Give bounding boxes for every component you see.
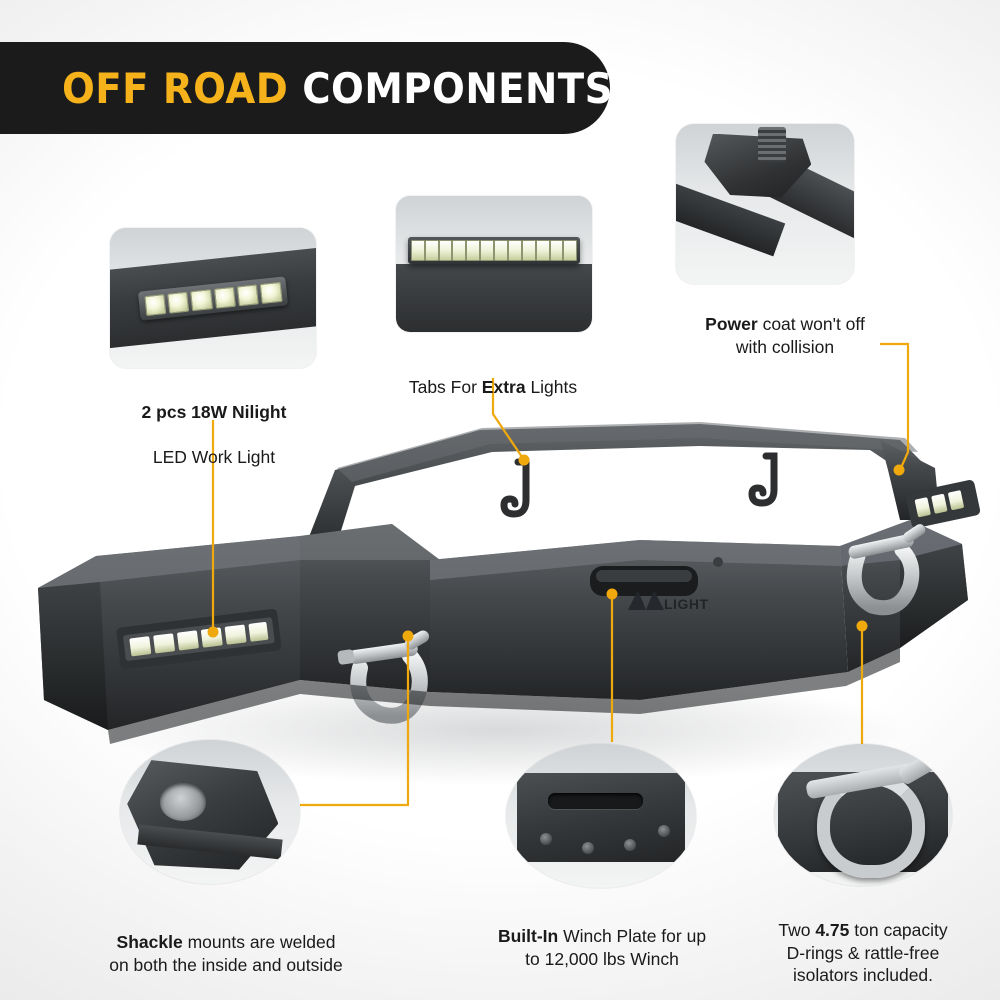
callout-shackle-mounts: Shackle mounts are welded on both the in… bbox=[66, 908, 386, 976]
led-chip bbox=[190, 288, 213, 312]
callout-extra-lights-pre: Tabs For bbox=[408, 376, 482, 397]
callout-led-work-light-bold: 2 pcs 18W Nilight bbox=[141, 401, 287, 422]
led-chip bbox=[438, 240, 453, 261]
bubble-d-ring bbox=[774, 744, 952, 886]
bubble-shackle-mount bbox=[120, 740, 300, 884]
bubble-led-work-light bbox=[110, 228, 316, 368]
led-chip bbox=[549, 240, 564, 261]
callout-winch-plate-rest: Winch Plate for up to 12,000 lbs Winch bbox=[525, 925, 707, 969]
page-title-rest: COMPONENTS bbox=[288, 63, 613, 113]
callout-extra-lights-post: Lights bbox=[525, 376, 578, 397]
callout-power-coat-bold: Power bbox=[705, 313, 758, 334]
callout-d-rings-pre: Two bbox=[778, 919, 816, 940]
callout-led-work-light: 2 pcs 18W Nilight LED Work Light bbox=[86, 378, 342, 469]
fairlead-slot bbox=[547, 792, 643, 809]
page-title: OFF ROAD COMPONENTS bbox=[62, 64, 613, 113]
page-title-highlight: OFF ROAD bbox=[62, 63, 289, 113]
bolt-hole bbox=[582, 841, 594, 854]
led-chip bbox=[166, 291, 190, 314]
spring-shape bbox=[757, 127, 787, 163]
callout-extra-lights-tabs: Tabs For Extra Lights bbox=[368, 353, 618, 399]
led-chip bbox=[494, 240, 508, 261]
led-chip bbox=[236, 283, 259, 307]
led-chip bbox=[143, 293, 166, 316]
callout-d-rings: Two 4.75 ton capacity D-rings & rattle-f… bbox=[726, 896, 1000, 987]
callout-led-work-light-rest: LED Work Light bbox=[152, 447, 276, 468]
led-light-bar-shape bbox=[407, 236, 581, 264]
led-chip bbox=[466, 240, 481, 261]
led-chip bbox=[535, 240, 550, 261]
bubble-power-coat bbox=[676, 124, 854, 284]
led-chip bbox=[213, 286, 236, 309]
led-chip bbox=[563, 240, 578, 261]
callout-power-coat: Power coat won't off with collision bbox=[660, 290, 910, 358]
led-chip bbox=[452, 240, 467, 261]
led-chip bbox=[259, 281, 283, 304]
bubble-winch-plate bbox=[506, 744, 696, 888]
led-chip bbox=[480, 240, 494, 261]
callout-d-rings-post: ton capacity D-rings & rattle-free isola… bbox=[786, 919, 948, 986]
brand-logo-text: LIGHT bbox=[664, 596, 709, 612]
bolt-hole bbox=[658, 824, 670, 837]
callout-shackle-mounts-bold: Shackle bbox=[116, 931, 183, 952]
callout-extra-lights-bold: Extra bbox=[481, 376, 526, 397]
led-chip bbox=[410, 240, 425, 261]
winch-plate-shape bbox=[517, 772, 685, 863]
header-banner: OFF ROAD COMPONENTS bbox=[0, 42, 613, 134]
led-chip bbox=[424, 240, 439, 261]
led-chip bbox=[507, 240, 522, 261]
bumper-body-shape bbox=[396, 264, 592, 332]
callout-shackle-mounts-rest: mounts are welded on both the inside and… bbox=[109, 931, 343, 975]
callout-winch-plate: Built-In Winch Plate for up to 12,000 lb… bbox=[452, 902, 752, 970]
callout-d-rings-bold: 4.75 bbox=[815, 919, 850, 940]
callout-power-coat-rest: coat won't off with collision bbox=[735, 313, 865, 357]
led-chip bbox=[521, 240, 536, 261]
mount-hole bbox=[159, 783, 207, 821]
bolt-hole bbox=[623, 839, 636, 852]
brand-logo bbox=[628, 590, 664, 610]
bubble-light-bar-tabs bbox=[396, 196, 592, 332]
callout-winch-plate-bold: Built-In bbox=[497, 925, 559, 946]
bolt-hole bbox=[540, 833, 553, 846]
